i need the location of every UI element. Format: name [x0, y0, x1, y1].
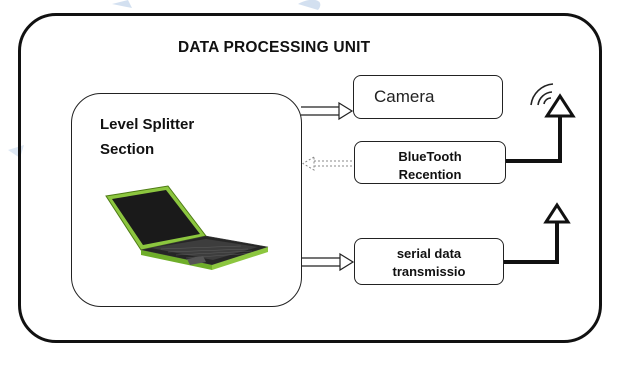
wireless-signal-icon [530, 83, 554, 106]
serial-label: serial data transmissio [355, 245, 503, 281]
bluetooth-label: BlueTooth Recention [355, 148, 505, 183]
splitter-label-line2: Section [100, 141, 155, 158]
level-splitter-section: Level Splitter Section [71, 93, 302, 307]
camera-module: Camera [353, 75, 503, 119]
serial-label-line1: serial data [396, 246, 462, 261]
serial-label-line2: transmissio [392, 264, 466, 279]
arrow-from-bluetooth [302, 156, 353, 171]
bluetooth-label-line2: Recention [398, 167, 462, 182]
splitter-label-line1: Level Splitter [100, 116, 195, 133]
bluetooth-label-line1: BlueTooth [398, 149, 462, 164]
bluetooth-reception-module: BlueTooth Recention [354, 141, 506, 184]
arrow-to-camera [301, 101, 354, 121]
data-processing-unit-frame [18, 13, 602, 343]
splitter-label: Level Splitter Section [100, 112, 240, 162]
diagram-title: DATA PROCESSING UNIT [178, 39, 371, 56]
camera-label: Camera [374, 87, 435, 106]
arrow-to-serial [301, 252, 355, 272]
antenna-icon [506, 93, 576, 163]
serial-data-transmission-module: serial data transmissio [354, 238, 504, 285]
antenna-icon [504, 202, 571, 264]
